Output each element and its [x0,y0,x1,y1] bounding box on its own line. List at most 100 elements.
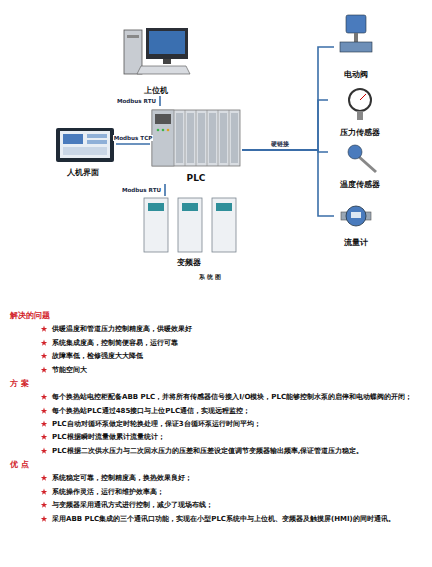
hmi-frame [56,128,114,162]
device-node: 温度传感器 [328,142,392,190]
valve-actuator [346,15,366,33]
caption: 系 统 图 [199,273,221,280]
bullet-text: PLC根据瞬时流量做累计流量统计； [52,433,165,441]
device-label: 人机界面 [67,168,99,178]
bullet-star [41,340,47,346]
edge-label: Modbus RTU [116,98,157,105]
connector [242,100,328,150]
hmi-widget [63,134,83,144]
bullet-text: PLC根据二次供水压力与二次回水压力的压差和压差设定值调节变频器输出频率,保证管… [52,447,363,455]
bullet-star [41,394,47,400]
device-label: 温度传感器 [340,180,380,190]
monitor [146,28,188,59]
plc-module [176,113,183,163]
meter-display [351,212,361,218]
gauge-stem [357,111,363,120]
device-node: 流量计 [334,200,378,248]
drive-display [148,203,164,211]
gauge-needle [360,94,366,100]
device-node: 电动阀 [334,12,378,80]
device-label: 流量计 [344,238,368,248]
computer-icon [124,28,190,74]
bullet-star [41,434,47,440]
connector [159,96,161,106]
device-label: 电动阀 [344,70,368,80]
monitor-stand [163,59,171,64]
device-node: PLC [150,106,242,184]
plc-divider [185,110,186,166]
sensor-head [348,145,362,159]
monitor-screen [149,31,185,54]
device-node: 上位机 [120,24,192,96]
device-label: PLC [187,173,206,184]
bullet-text: 每个换热站电控柜配备ABB PLC，并将所有传感器信号接入I/O模块，PLC能够… [52,393,412,401]
plc-divider [229,110,230,166]
keyboard [137,66,190,74]
hmi-widget [63,147,107,155]
plc-module [209,113,216,163]
valve-icon [340,15,372,52]
bullet-text: 系统操作灵活，运行和维护效率高； [52,488,164,496]
edge-label: Modbus RTU [121,187,162,194]
plc-led [157,129,160,132]
plc-display [155,114,171,124]
flow-meter-icon [341,206,371,226]
edge-label: Modbus TCP [113,135,154,142]
meter-body [346,206,366,226]
pc-tower [124,30,142,74]
bullet-star [41,326,47,332]
bullet-star [41,516,47,522]
temperature-sensor-icon [348,145,376,172]
section-heading: 优 点 [10,460,29,470]
plc-module [231,113,238,163]
hmi-widget [87,134,107,138]
hmi-widget [87,140,107,144]
drive-icons [144,198,236,252]
section-heading: 解决的问题 [10,311,50,321]
bullet-text: 故障率低，检修强度大大降低 [52,352,143,360]
bullet-stars [41,326,47,522]
connector [242,47,334,150]
plc-led [167,129,170,132]
drive-display [182,203,198,211]
valve-stem [354,33,358,42]
bullet-text: 采用ABB PLC集成的三个通讯口功能，实现在小型PLC系统中与上位机、变频器及… [52,515,395,523]
connector [164,184,166,196]
pc-drive [127,35,139,38]
device-node: 人机界面 [50,126,116,178]
device-label: 变频器 [177,258,201,268]
plc-icon [152,110,240,166]
plc-divider [218,110,219,166]
pressure-sensor-icon [349,89,371,120]
drive-unit [178,198,202,252]
device-label: 压力传感器 [340,128,380,138]
bullet-text: 每个换热站PLC通过485接口与上位PLC通信，实现远程监控； [52,407,250,415]
drive-unit [144,198,168,252]
connector [242,150,334,216]
device-node: 变频器 [138,196,240,268]
plc-divider [207,110,208,166]
plc-led [162,129,165,132]
device-node: 压力传感器 [328,86,392,138]
gauge-dial [349,89,371,111]
plc-cpu [152,110,174,166]
bullet-star [41,367,47,373]
bullet-star [41,502,47,508]
plc-module [198,113,205,163]
edge-label: 硬链接 [270,141,290,148]
bullet-text: 供暖温度和管道压力控制精度高，供暖效果好 [52,325,192,333]
section-heading: 方 案 [10,379,29,389]
bullet-text: PLC自动对循环泵做定时轮换处理，保证3台循环泵运行时间平均； [52,420,261,428]
plc-module [220,113,227,163]
plc-rack [152,110,240,166]
probe [358,156,376,172]
hmi-icon [56,128,114,162]
connector [116,143,150,145]
bullet-star [41,353,47,359]
bullet-star [41,421,47,427]
bullet-text: 节能空间大 [52,366,87,374]
bullet-star [41,475,47,481]
